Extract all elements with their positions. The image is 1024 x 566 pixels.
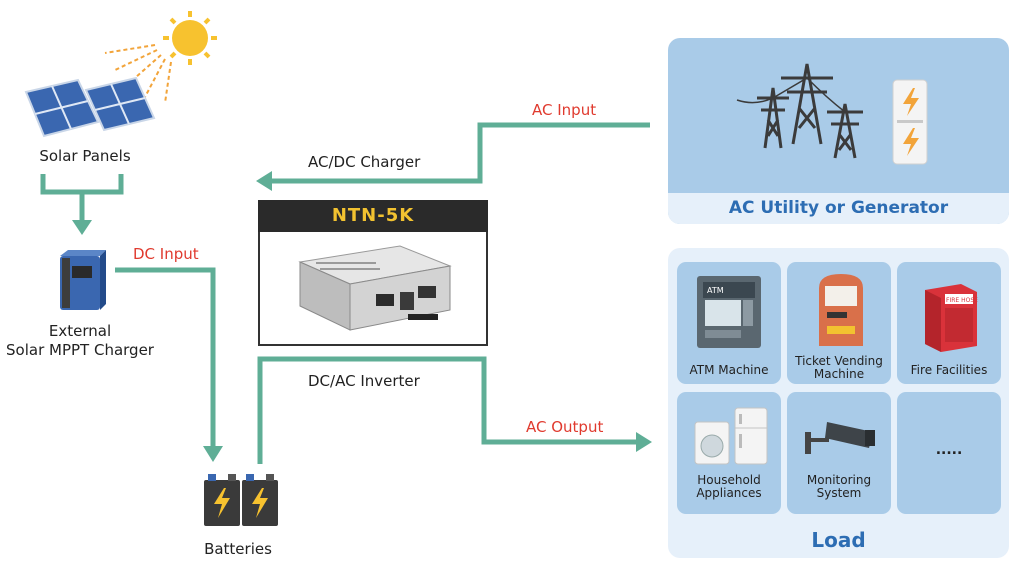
power-supply-image (298, 245, 452, 331)
ac-output-line (257, 356, 640, 464)
ac-utility-title-strip: AC Utility or Generator (668, 193, 1009, 224)
ac-output-label: AC Output (526, 418, 604, 436)
tile-label-household-line1: Household (697, 473, 761, 487)
fire-hose-icon: FIRE HOSE (925, 284, 978, 352)
product-name: NTN-5K (331, 205, 415, 226)
tile-label-monitoring: Monitoring System (787, 474, 891, 500)
arrow-head-output (636, 432, 652, 452)
tile-label-monitoring-line1: Monitoring (806, 473, 872, 487)
batteries-label: Batteries (204, 540, 272, 558)
dcac-inverter-label: DC/AC Inverter (308, 372, 420, 390)
acdc-charger-label: AC/DC Charger (308, 153, 421, 171)
mppt-charger-icon (60, 250, 106, 310)
tile-label-atm: ATM Machine (689, 363, 769, 377)
product-header: NTN-5K (258, 200, 488, 232)
load-tile-fire: FIRE HOSE Fire Facilities (897, 262, 1001, 384)
load-tile-household: Household Appliances (677, 392, 781, 514)
camera-icon (805, 422, 875, 454)
svg-text:FIRE HOSE: FIRE HOSE (946, 297, 978, 304)
dc-input-label: DC Input (133, 245, 199, 263)
arrow-head-mppt (72, 220, 92, 235)
tile-label-more: ..... (935, 442, 963, 458)
appliances-icon (694, 407, 768, 465)
ac-input-line (268, 122, 650, 184)
arrow-head-batteries (203, 446, 223, 462)
atm-icon: ATM (697, 276, 761, 348)
tile-label-ticket-line2: Machine (813, 367, 865, 381)
svg-text:ATM: ATM (707, 286, 724, 295)
ac-input-label: AC Input (532, 101, 597, 119)
power-towers-icon (736, 63, 928, 165)
dc-input-line (115, 267, 216, 450)
tile-label-ticket-line1: Ticket Vending (795, 354, 883, 368)
solar-panels-icon (24, 76, 156, 138)
load-tile-monitoring: Monitoring System (787, 392, 891, 514)
solar-to-mppt-connector (40, 174, 124, 222)
load-tile-ticket: Ticket Vending Machine (787, 262, 891, 384)
solar-panels-label: Solar Panels (39, 147, 131, 165)
tile-label-monitoring-line2: System (816, 486, 862, 500)
arrow-head-charger (256, 171, 272, 191)
tile-label-household: Household Appliances (677, 474, 781, 500)
tile-label-household-line2: Appliances (696, 486, 762, 500)
load-tile-more: ..... (897, 392, 1001, 514)
load-tile-atm: ATM ATM Machine (677, 262, 781, 384)
tile-label-fire: Fire Facilities (910, 363, 988, 377)
tile-label-ticket: Ticket Vending Machine (787, 355, 891, 381)
mppt-charger-label: External Solar MPPT Charger (0, 322, 160, 360)
ac-utility-title: AC Utility or Generator (728, 198, 949, 218)
mppt-label-line1: External (48, 322, 112, 340)
load-title: Load (811, 528, 866, 552)
mppt-label-line2: Solar MPPT Charger (6, 341, 154, 359)
ticket-machine-icon (819, 274, 863, 346)
batteries-icon (204, 474, 278, 526)
